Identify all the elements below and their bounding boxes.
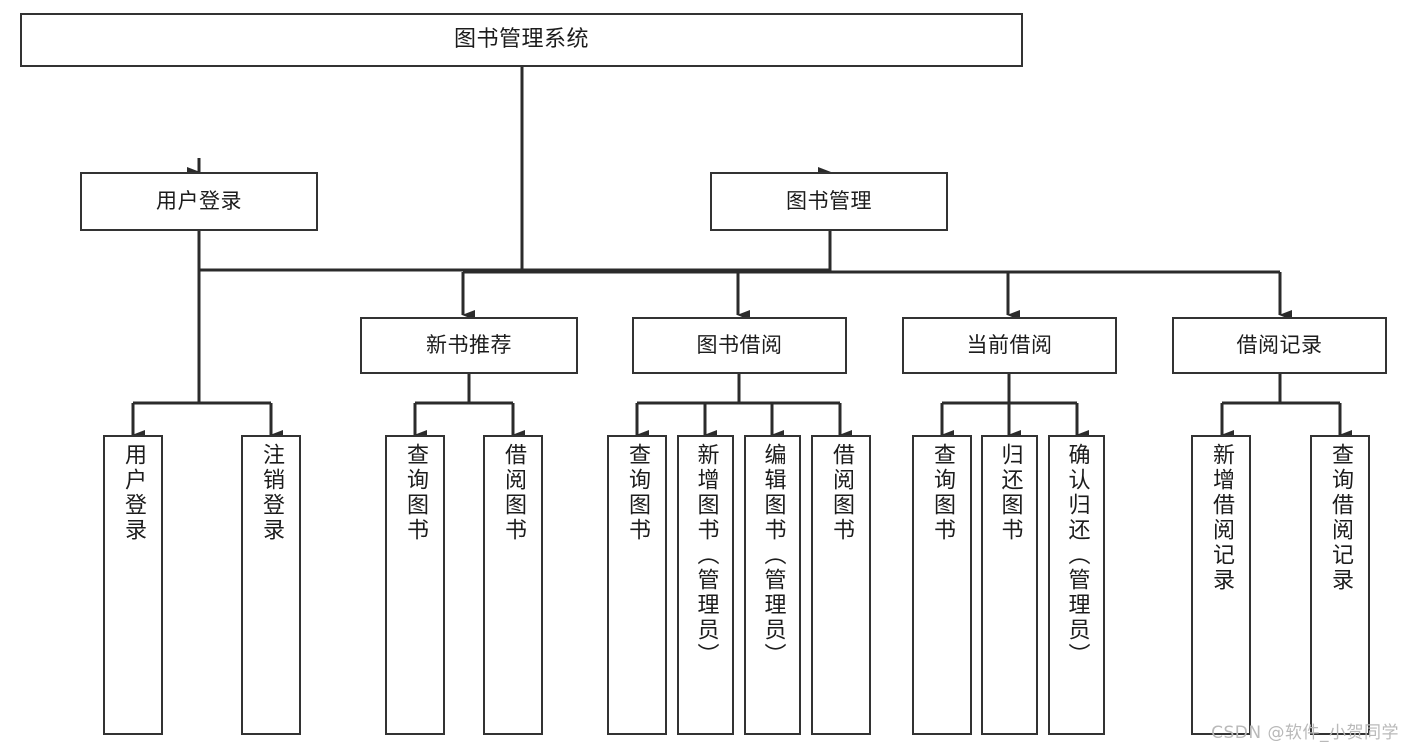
node-label: 新书推荐 (426, 333, 512, 358)
node-label: 确认归还（管理员） (1064, 443, 1090, 668)
leaf-borrow-query-book[interactable]: 查询图书 (607, 435, 667, 735)
node-label: 用户登录 (156, 189, 242, 214)
node-label: 编辑图书（管理员） (760, 443, 786, 668)
node-label: 查询图书 (403, 443, 428, 543)
node-current-borrow[interactable]: 当前借阅 (902, 317, 1117, 374)
leaf-recommend-borrow-book[interactable]: 借阅图书 (483, 435, 543, 735)
node-user-login[interactable]: 用户登录 (80, 172, 318, 231)
node-label: 注销登录 (259, 443, 284, 543)
leaf-recommend-query-book[interactable]: 查询图书 (385, 435, 445, 735)
leaf-user-login-logout[interactable]: 注销登录 (241, 435, 301, 735)
node-label: 图书管理 (786, 189, 872, 214)
node-root-system[interactable]: 图书管理系统 (20, 13, 1023, 67)
node-borrow-record[interactable]: 借阅记录 (1172, 317, 1387, 374)
node-label: 新增图书（管理员） (693, 443, 719, 668)
node-book-management[interactable]: 图书管理 (710, 172, 948, 231)
node-label: 当前借阅 (966, 333, 1053, 358)
node-label: 查询图书 (625, 443, 650, 543)
leaf-current-query-book[interactable]: 查询图书 (912, 435, 972, 735)
node-label: 查询图书 (930, 443, 955, 543)
node-book-borrow[interactable]: 图书借阅 (632, 317, 847, 374)
node-label: 借阅记录 (1236, 333, 1323, 358)
leaf-record-add-record[interactable]: 新增借阅记录 (1191, 435, 1251, 735)
node-label: 图书借阅 (696, 333, 783, 358)
node-label: 查询借阅记录 (1328, 443, 1353, 593)
leaf-borrow-add-book[interactable]: 新增图书（管理员） (677, 435, 734, 735)
node-label: 图书管理系统 (453, 27, 589, 53)
node-label: 归还图书 (997, 443, 1023, 543)
leaf-current-return-book[interactable]: 归还图书 (981, 435, 1038, 735)
node-new-book-recommend[interactable]: 新书推荐 (360, 317, 578, 374)
leaf-record-query-record[interactable]: 查询借阅记录 (1310, 435, 1370, 735)
node-label: 新增借阅记录 (1209, 443, 1234, 593)
leaf-borrow-borrow-book[interactable]: 借阅图书 (811, 435, 871, 735)
leaf-user-login-login[interactable]: 用户登录 (103, 435, 163, 735)
leaf-borrow-edit-book[interactable]: 编辑图书（管理员） (744, 435, 801, 735)
leaf-current-confirm-return[interactable]: 确认归还（管理员） (1048, 435, 1105, 735)
node-label: 借阅图书 (501, 443, 526, 543)
node-label: 用户登录 (121, 443, 146, 543)
node-label: 借阅图书 (829, 443, 854, 543)
watermark-text: CSDN @软件_小贺同学 (1211, 723, 1399, 743)
